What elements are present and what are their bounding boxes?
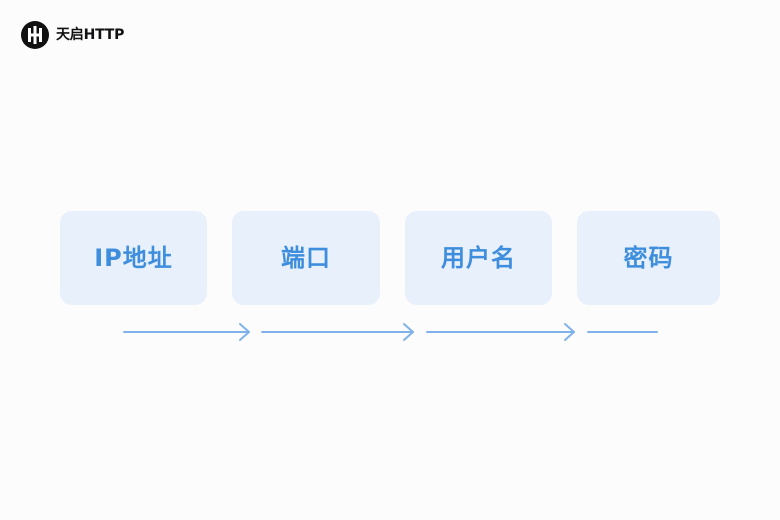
step-box-password: 密码	[577, 211, 720, 305]
step-label: IP地址	[94, 244, 173, 272]
step-label: 端口	[281, 244, 331, 272]
arrow-1	[123, 323, 250, 341]
step-label: 密码	[623, 244, 674, 272]
brand-logo: 天启HTTP	[20, 20, 124, 50]
step-box-ip-address: IP地址	[60, 211, 207, 305]
arrow-3	[426, 323, 575, 341]
arrow-2	[261, 323, 414, 341]
tianqi-logo-icon	[21, 21, 49, 49]
step-label: 用户名	[441, 244, 516, 272]
step-box-username: 用户名	[405, 211, 552, 305]
step-box-port: 端口	[232, 211, 380, 305]
logo-text: 天启HTTP	[56, 27, 125, 43]
